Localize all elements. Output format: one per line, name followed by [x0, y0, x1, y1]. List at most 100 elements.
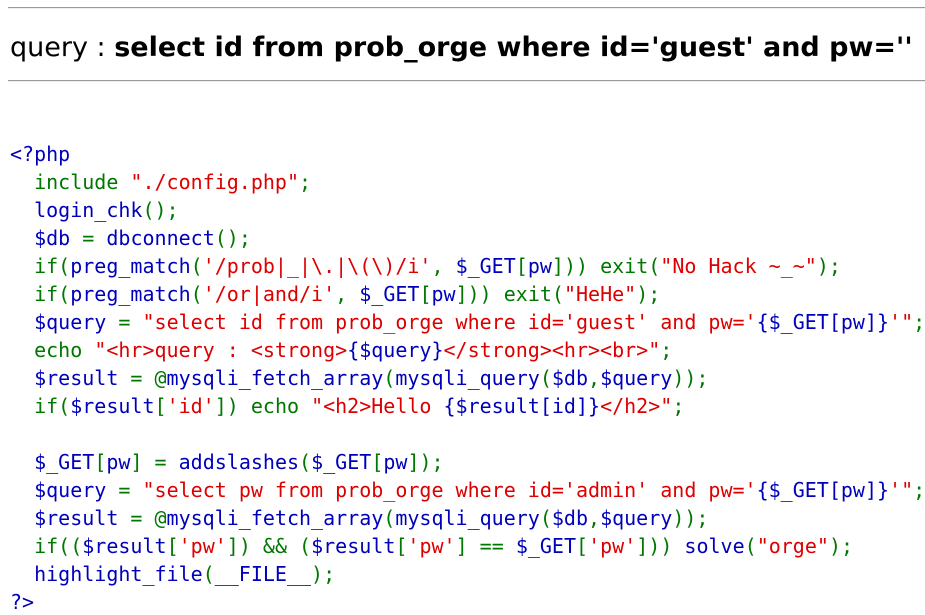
code-token: (	[539, 366, 552, 390]
code-token: {$_GET[pw]}	[756, 310, 890, 334]
code-token: );	[311, 562, 336, 586]
code-line: if($result['id']) echo "<h2>Hello {$resu…	[10, 392, 925, 420]
code-token: if(	[34, 394, 71, 418]
code-token: '/prob|_|\.|\(\)/i'	[202, 254, 432, 278]
code-token	[10, 310, 34, 334]
code-token: mysqli_fetch_array	[166, 506, 384, 530]
code-token: '"	[889, 478, 914, 502]
code-token	[10, 366, 34, 390]
code-line: $result = @mysqli_fetch_array(mysqli_que…	[10, 364, 925, 392]
code-token: ,	[588, 506, 601, 530]
code-token: = @	[130, 366, 167, 390]
code-token: echo	[34, 338, 95, 362]
code-token: ]);	[407, 450, 444, 474]
code-token: include	[34, 170, 131, 194]
code-token: "./config.php"	[130, 170, 299, 194]
code-token: 'id'	[166, 394, 215, 418]
code-line: ?>	[10, 588, 925, 615]
code-line: login_chk();	[10, 196, 925, 224]
code-token	[10, 422, 22, 446]
code-token: ;	[299, 170, 312, 194]
code-token: ();	[214, 226, 251, 250]
code-token: ])) exit(	[551, 254, 661, 278]
code-token: solve	[684, 534, 745, 558]
query-text: select id from prob_orge where id='guest…	[114, 32, 913, 63]
code-token: $query	[600, 506, 673, 530]
code-token: $result	[34, 366, 131, 390]
code-token: $_GET	[311, 450, 372, 474]
code-token: =	[82, 226, 107, 250]
code-token: {$query}	[347, 338, 444, 362]
code-token: if(	[34, 282, 71, 306]
code-line: <?php	[10, 140, 925, 168]
php-source-code: <?php include "./config.php"; login_chk(…	[10, 140, 925, 615]
code-token: "select id from prob_orge where id='gues…	[142, 310, 757, 334]
code-token: $db	[551, 506, 589, 530]
code-token: (	[539, 506, 552, 530]
code-token: {$result[id]}	[443, 394, 601, 418]
code-token	[10, 534, 34, 558]
code-token: <?php	[10, 142, 71, 166]
code-token: ));	[672, 366, 709, 390]
code-token: ]))	[636, 534, 685, 558]
code-token: if(	[34, 254, 71, 278]
code-token: $db	[34, 226, 83, 250]
code-token: ;	[913, 478, 925, 502]
code-token	[10, 394, 34, 418]
code-token: ,	[335, 282, 360, 306]
code-token: ;	[913, 310, 925, 334]
code-line: $result = @mysqli_fetch_array(mysqli_que…	[10, 504, 925, 532]
code-token	[10, 282, 34, 306]
code-token: pw	[431, 282, 456, 306]
code-token: ,	[588, 366, 601, 390]
code-token: (	[190, 254, 203, 278]
code-token: pw	[527, 254, 552, 278]
code-line: $db = dbconnect();	[10, 224, 925, 252]
code-token: 'pw'	[178, 534, 227, 558]
code-token: </h2>"	[600, 394, 673, 418]
code-line: if(($result['pw']) && ($result['pw'] == …	[10, 532, 925, 560]
code-token: );	[828, 534, 854, 558]
code-token: ]) echo	[214, 394, 312, 418]
code-token: highlight_file	[34, 562, 203, 586]
code-token: login_chk	[34, 198, 143, 222]
code-token: __FILE__	[214, 562, 312, 586]
code-token: ,	[431, 254, 456, 278]
code-token	[10, 506, 34, 530]
code-token: [	[166, 534, 179, 558]
code-token: ] ==	[455, 534, 516, 558]
code-token: $_GET	[455, 254, 516, 278]
code-token: (	[299, 450, 312, 474]
bottom-divider	[8, 80, 925, 82]
code-token: $query	[34, 478, 119, 502]
code-token: (	[202, 562, 215, 586]
code-token: [	[154, 394, 167, 418]
code-token: dbconnect	[106, 226, 215, 250]
code-token: "HeHe"	[563, 282, 637, 306]
code-token: =	[118, 478, 143, 502]
code-token: ]) && (	[226, 534, 312, 558]
code-token: </strong><hr><br>"	[443, 338, 661, 362]
code-token: ] =	[130, 450, 179, 474]
code-token: preg_match	[70, 282, 191, 306]
code-token: );	[816, 254, 841, 278]
query-line: query : select id from prob_orge where i…	[10, 28, 913, 68]
code-token	[10, 562, 34, 586]
code-token: ();	[142, 198, 179, 222]
code-token	[10, 450, 34, 474]
code-token: mysqli_fetch_array	[166, 366, 384, 390]
code-token: preg_match	[70, 254, 191, 278]
code-token: "No Hack ~_~"	[660, 254, 817, 278]
code-token	[10, 198, 34, 222]
code-token: [	[94, 450, 107, 474]
code-token: (	[383, 366, 396, 390]
code-token: pw	[106, 450, 131, 474]
code-token: $_GET	[34, 450, 95, 474]
code-token: $_GET	[359, 282, 420, 306]
code-token: ;	[660, 338, 673, 362]
code-token: [	[576, 534, 589, 558]
code-token: if((	[34, 534, 83, 558]
code-token: "<h2>Hello	[311, 394, 444, 418]
code-line: if(preg_match('/prob|_|\.|\(\)/i', $_GET…	[10, 252, 925, 280]
